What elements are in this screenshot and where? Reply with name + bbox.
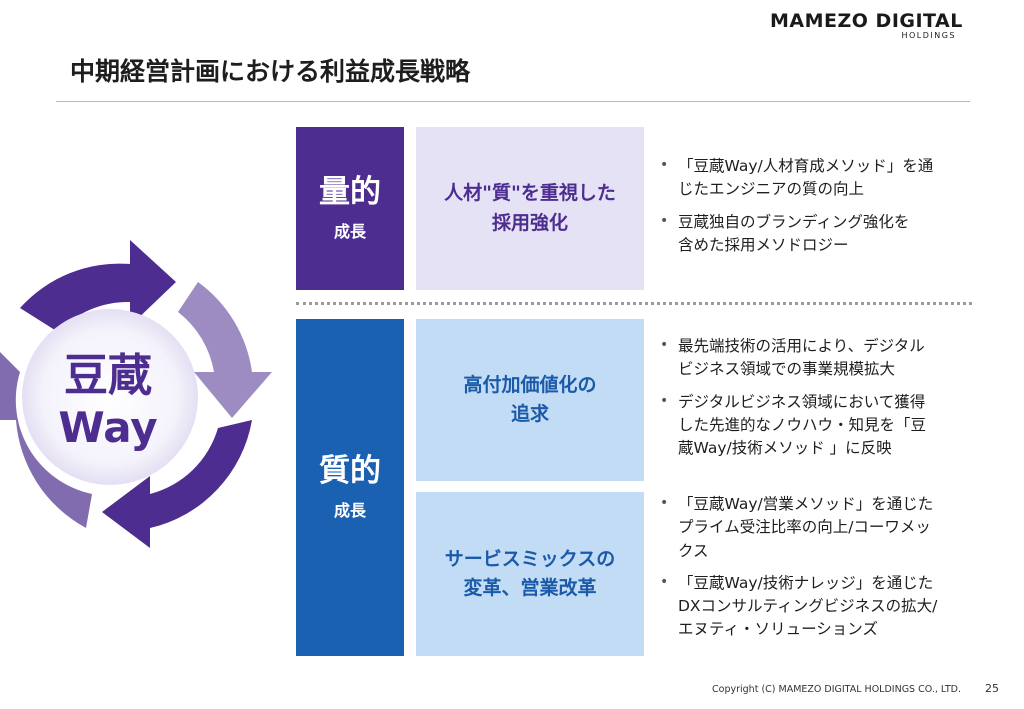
- quantitative-sublabel: 成長: [333, 222, 366, 242]
- copyright-text: Copyright (C) MAMEZO DIGITAL HOLDINGS CO…: [712, 684, 962, 695]
- bullet-line: 蔵Way/技術メソッド 」に反映: [678, 439, 892, 457]
- list-item: • 最先端技術の活用により、デジタル ビジネス領域での事業規模拡大: [656, 335, 996, 382]
- cycle-arrow-left-icon: [0, 352, 92, 528]
- list-item: • デジタルビジネス領域において獲得 した先進的なノウハウ・知見を「豆 蔵Way…: [656, 391, 996, 461]
- bullet-dot: •: [660, 495, 669, 511]
- cycle-text-line2: Way: [58, 403, 157, 452]
- bullet-line: クス: [678, 541, 709, 560]
- bullet-dot: •: [660, 392, 669, 409]
- list-item: • 豆蔵独自のブランディング強化を 含めた採用メソドロジー: [656, 211, 996, 258]
- cycle-arrow-top-icon: [20, 240, 176, 332]
- title-divider: [56, 101, 970, 102]
- bullet-line: エヌティ・ソリューションズ: [678, 620, 878, 639]
- bullet-line: 「豆蔵Way/人材育成メソッド」を通: [678, 157, 934, 175]
- cycle-arrow-bottom-right-icon: [102, 420, 252, 548]
- qualitative-growth-box: 質的 成長: [296, 319, 404, 656]
- service-mix-strategy-line1: サービスミックスの: [444, 547, 616, 570]
- bullet-line: 「豆蔵Way/技術ナレッジ」を通じた: [678, 573, 934, 592]
- list-item: • 「豆蔵Way/人材育成メソッド」を通 じたエンジニアの質の向上: [656, 155, 996, 202]
- talent-hiring-strategy-line2: 採用強化: [491, 211, 568, 234]
- high-value-bullets: • 最先端技術の活用により、デジタル ビジネス領域での事業規模拡大 • デジタル…: [656, 335, 996, 469]
- bullet-dot: •: [660, 157, 669, 173]
- talent-hiring-strategy-line1: 人材"質"を重視した: [444, 182, 616, 205]
- quantitative-label: 量的: [319, 173, 381, 210]
- cycle-text-line1: 豆蔵: [64, 350, 152, 401]
- bullet-line: デジタルビジネス領域において獲得: [678, 392, 926, 411]
- section-divider: [296, 302, 972, 305]
- bullet-dot: •: [660, 212, 669, 229]
- high-value-strategy-box: 高付加価値化の 追求: [416, 319, 644, 481]
- talent-hiring-strategy-box: 人材"質"を重視した 採用強化: [416, 127, 644, 290]
- bullet-line: 豆蔵独自のブランディング強化を: [678, 212, 910, 231]
- bullet-dot: •: [660, 337, 669, 353]
- quantitative-bullets: • 「豆蔵Way/人材育成メソッド」を通 じたエンジニアの質の向上 • 豆蔵独自…: [656, 155, 996, 266]
- quantitative-growth-box: 量的 成長: [296, 127, 404, 290]
- bullet-line: した先進的なノウハウ・知見を「豆: [678, 415, 927, 434]
- page-number: 25: [985, 682, 999, 695]
- bullet-line: じたエンジニアの質の向上: [678, 180, 865, 199]
- bullet-line: DXコンサルティングビジネスの拡大/: [678, 597, 938, 615]
- company-logo: MAMEZO DIGITAL HOLDINGS: [770, 10, 970, 40]
- service-mix-strategy-box: サービスミックスの 変革、営業改革: [416, 492, 644, 656]
- qualitative-label: 質的: [319, 452, 381, 489]
- bullet-line: 含めた採用メソドロジー: [678, 235, 849, 254]
- service-mix-bullets: • 「豆蔵Way/営業メソッド」を通じた プライム受注比率の向上/コーワメッ ク…: [656, 493, 1001, 651]
- bullet-dot: •: [660, 573, 669, 590]
- mamezo-way-cycle: 豆蔵 Way: [0, 240, 272, 548]
- bullet-line: 最先端技術の活用により、デジタル: [678, 337, 925, 355]
- high-value-strategy-line2: 追求: [510, 403, 549, 425]
- logo-main-text: MAMEZO DIGITAL: [770, 10, 963, 32]
- logo-sub-text: HOLDINGS: [901, 31, 956, 40]
- bullet-line: 「豆蔵Way/営業メソッド」を通じた: [678, 495, 934, 513]
- cycle-arrow-right-icon: [178, 282, 272, 418]
- bullet-line: ビジネス領域での事業規模拡大: [678, 360, 896, 379]
- qualitative-sublabel: 成長: [333, 501, 366, 521]
- list-item: • 「豆蔵Way/技術ナレッジ」を通じた DXコンサルティングビジネスの拡大/ …: [656, 572, 1001, 642]
- list-item: • 「豆蔵Way/営業メソッド」を通じた プライム受注比率の向上/コーワメッ ク…: [656, 493, 1001, 563]
- bullet-line: プライム受注比率の向上/コーワメッ: [678, 518, 931, 537]
- high-value-strategy-line1: 高付加価値化の: [463, 373, 597, 396]
- service-mix-strategy-line2: 変革、営業改革: [463, 577, 597, 599]
- page-title: 中期経営計画における利益成長戦略: [70, 57, 471, 86]
